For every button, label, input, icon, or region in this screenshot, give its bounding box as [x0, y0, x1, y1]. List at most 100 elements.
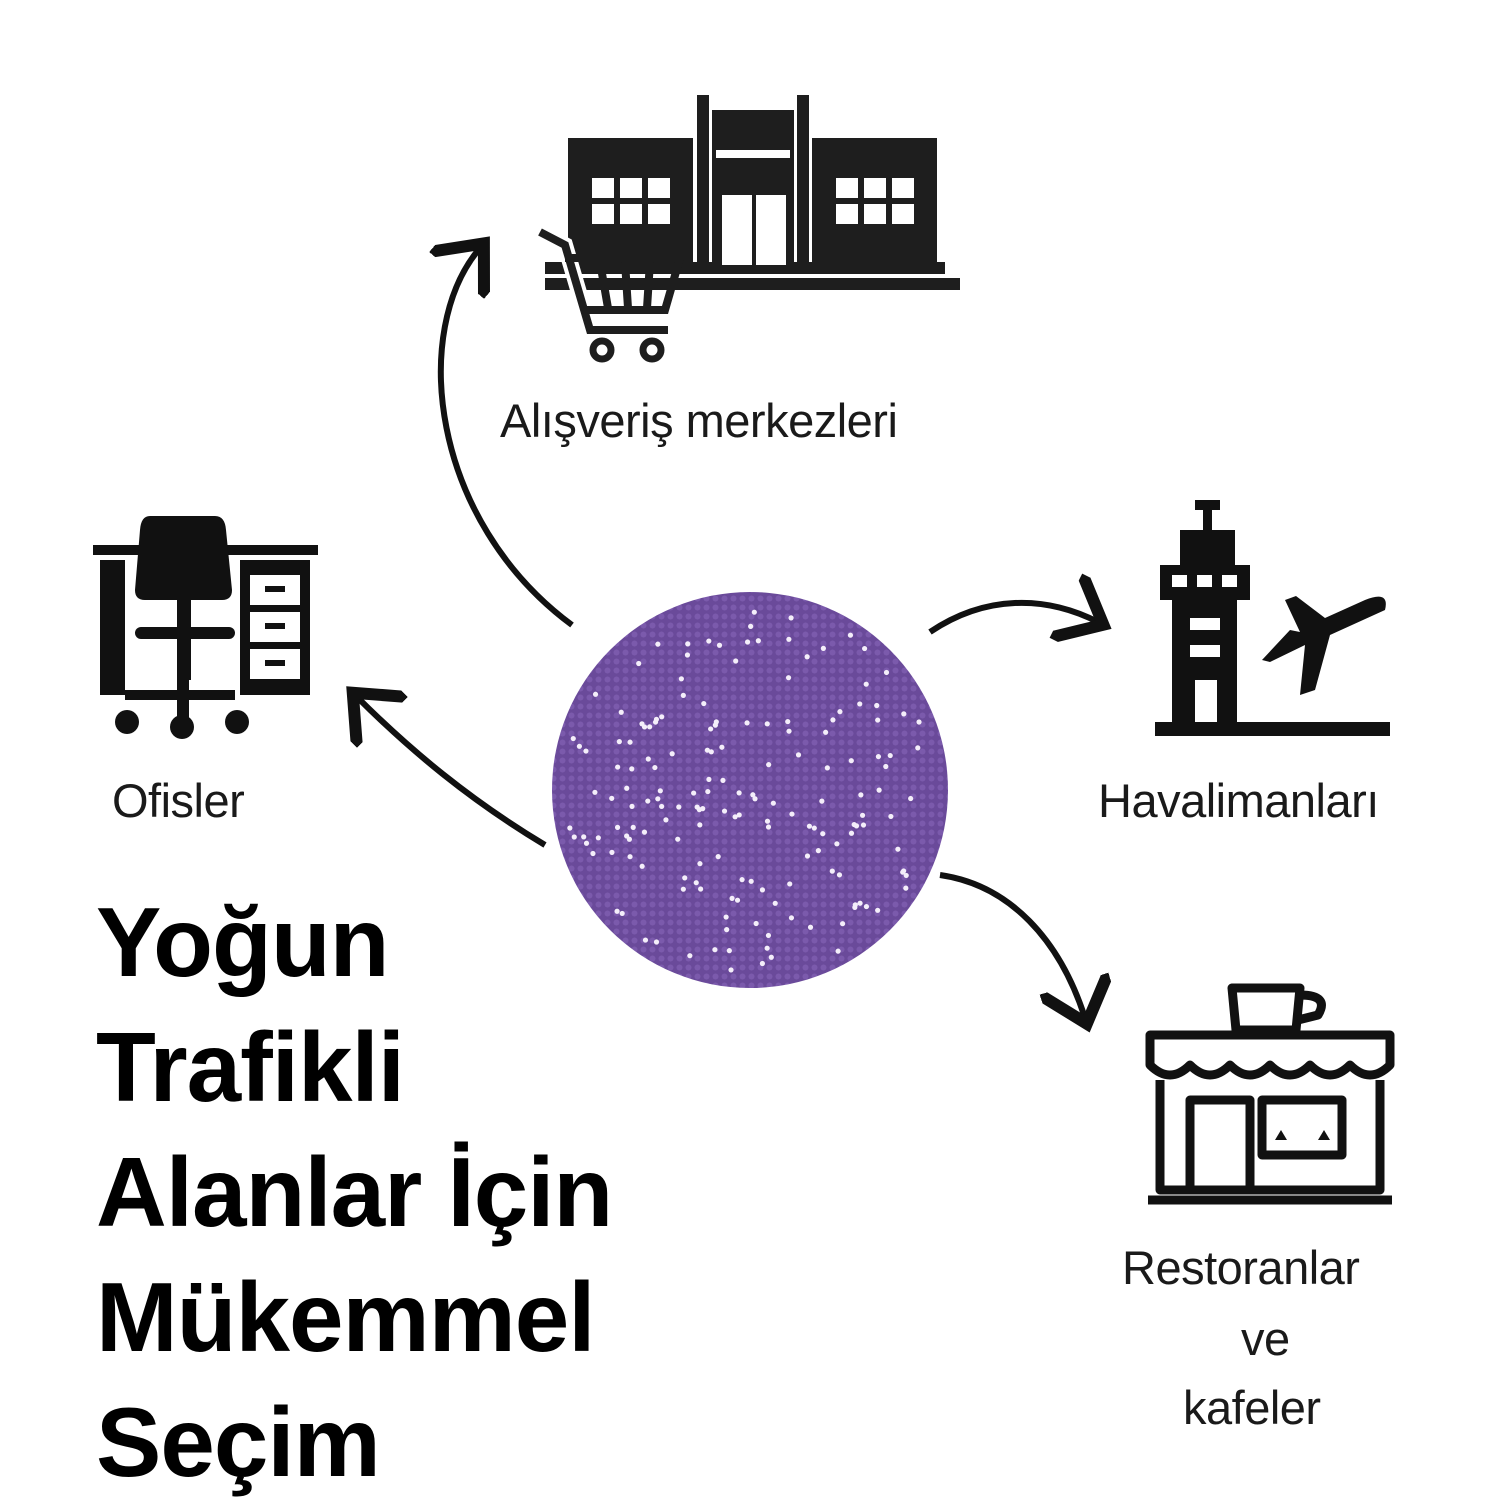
headline-line: Yoğun [96, 887, 390, 997]
mat-hole [908, 795, 914, 802]
mat-hole [887, 752, 893, 759]
mat-hole [857, 900, 863, 906]
mat-hole [680, 886, 686, 892]
label-offices: Ofisler [112, 774, 245, 827]
mat-hole [728, 967, 734, 973]
mat-hole [675, 836, 681, 842]
mat-hole [857, 701, 863, 707]
mat-hole [614, 908, 620, 914]
mat-hole [748, 878, 754, 884]
mat-hole [659, 714, 665, 720]
mat-hole [698, 886, 704, 892]
mat-hole [716, 642, 723, 648]
mat-hole [766, 762, 772, 768]
mat-hole [875, 717, 881, 723]
mat-hole [785, 675, 792, 681]
mat-hole [691, 790, 697, 796]
mat-hole [669, 751, 675, 757]
mat-hole [903, 872, 909, 879]
mat-hole [590, 850, 596, 857]
arrow-to-mall [441, 248, 574, 628]
label-restaurants-line1: Restoranlar [1122, 1241, 1360, 1294]
mat-hole [752, 796, 758, 802]
mat-hole [680, 692, 686, 698]
mat-hole [874, 702, 880, 709]
headline-line: Alanlar İçin [96, 1137, 613, 1247]
mat-hole [630, 824, 636, 830]
mat-hole [764, 721, 770, 727]
mat-hole [820, 645, 826, 652]
mat-hole [858, 792, 864, 798]
mat-hole [736, 812, 742, 818]
mat-hole [655, 641, 661, 647]
mat-hole [685, 641, 691, 647]
mat-hole [576, 743, 583, 749]
mat-hole [759, 960, 765, 967]
mat-hole [567, 825, 573, 831]
mat-hole [751, 609, 757, 615]
mat-hole [770, 800, 776, 806]
mat-hole [639, 863, 645, 869]
mat-hole [830, 717, 836, 723]
mat-hole [915, 745, 921, 751]
mat-hole [759, 887, 766, 893]
mat-hole [713, 719, 719, 725]
mat-hole [836, 872, 843, 878]
mat-hole [863, 681, 869, 687]
mat-hole [652, 764, 658, 771]
mat-hole [863, 903, 870, 910]
mat-hole [895, 846, 901, 852]
mat-hole [736, 790, 742, 796]
mat-hole [811, 825, 817, 831]
mat-hole [706, 776, 712, 782]
arrow-to-restaurants [939, 872, 1085, 1018]
label-restaurants-line2: ve [1241, 1312, 1290, 1365]
mat-hole [682, 875, 688, 881]
mat-hole [595, 835, 601, 841]
mat-hole [787, 881, 793, 887]
mat-hole [739, 877, 745, 883]
mat-hole [748, 623, 754, 629]
mat-hole [785, 718, 791, 725]
mat-hole [693, 880, 699, 886]
mat-hole [820, 831, 826, 837]
mat-hole [848, 830, 855, 836]
mat-hole [786, 636, 792, 642]
mat-hole [768, 954, 774, 960]
mat-hole [795, 752, 802, 758]
mat-hole [829, 868, 835, 874]
mat-hole [916, 719, 922, 725]
mat-hole [708, 726, 714, 732]
mat-hole [570, 735, 576, 742]
mat-hole [720, 777, 726, 783]
mat-hole [772, 900, 778, 906]
mat-hole [862, 645, 868, 652]
mat-hole [883, 763, 889, 770]
mat-hole [888, 813, 894, 820]
mat-hole [626, 836, 633, 842]
mat-hole [624, 785, 630, 791]
mat-hole [581, 834, 587, 840]
mat-hole [840, 921, 846, 927]
mat-hole [663, 817, 669, 823]
mat-hole [715, 854, 721, 860]
mat-hole [618, 709, 624, 715]
mat-hole [642, 937, 649, 943]
headline: Yoğun Trafikli Alanlar İçin Mükemmel Seç… [96, 880, 613, 1505]
mat-hole [701, 700, 707, 707]
mat-hole [614, 824, 621, 830]
headline-line: Trafikli [96, 1012, 405, 1122]
label-airports: Havalimanları [1098, 774, 1379, 827]
label-mall: Alışveriş merkezleri [500, 394, 898, 447]
mat-hole [592, 789, 598, 795]
headline-line: Mükemmel [96, 1262, 596, 1372]
mat-hole [616, 739, 622, 745]
mat-hole [823, 729, 829, 735]
mat-hole [765, 824, 772, 830]
mat-hole [729, 895, 735, 901]
